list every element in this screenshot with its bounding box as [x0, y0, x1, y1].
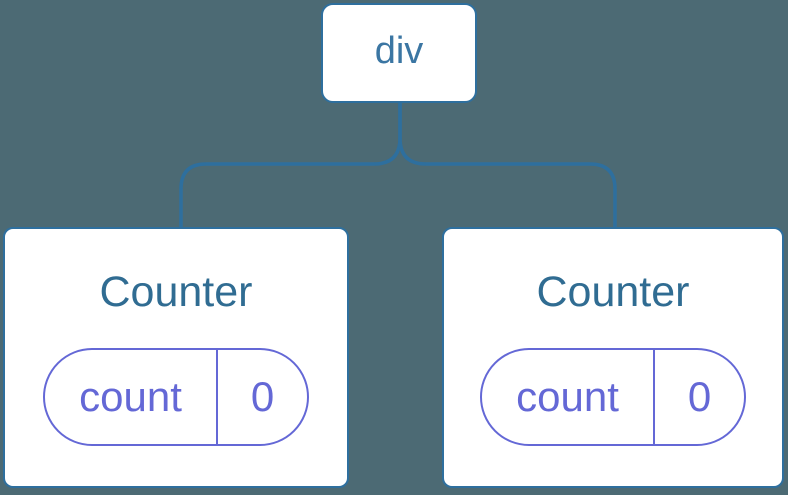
- state-pill: count 0: [43, 348, 309, 446]
- root-node-div: div: [321, 3, 477, 103]
- state-key-label: count: [45, 350, 218, 444]
- state-value: 0: [250, 373, 275, 420]
- state-value: 0: [687, 373, 712, 420]
- component-card-counter-left: Counter count 0: [3, 227, 349, 488]
- connector-right-branch: [398, 103, 617, 228]
- component-card-counter-right: Counter count 0: [442, 227, 784, 488]
- state-key-label: count: [482, 350, 655, 444]
- connector-left-branch: [179, 103, 402, 228]
- state-pill: count 0: [480, 348, 746, 446]
- root-node-label: div: [374, 30, 424, 72]
- component-title: Counter: [99, 268, 253, 316]
- component-title: Counter: [536, 268, 690, 316]
